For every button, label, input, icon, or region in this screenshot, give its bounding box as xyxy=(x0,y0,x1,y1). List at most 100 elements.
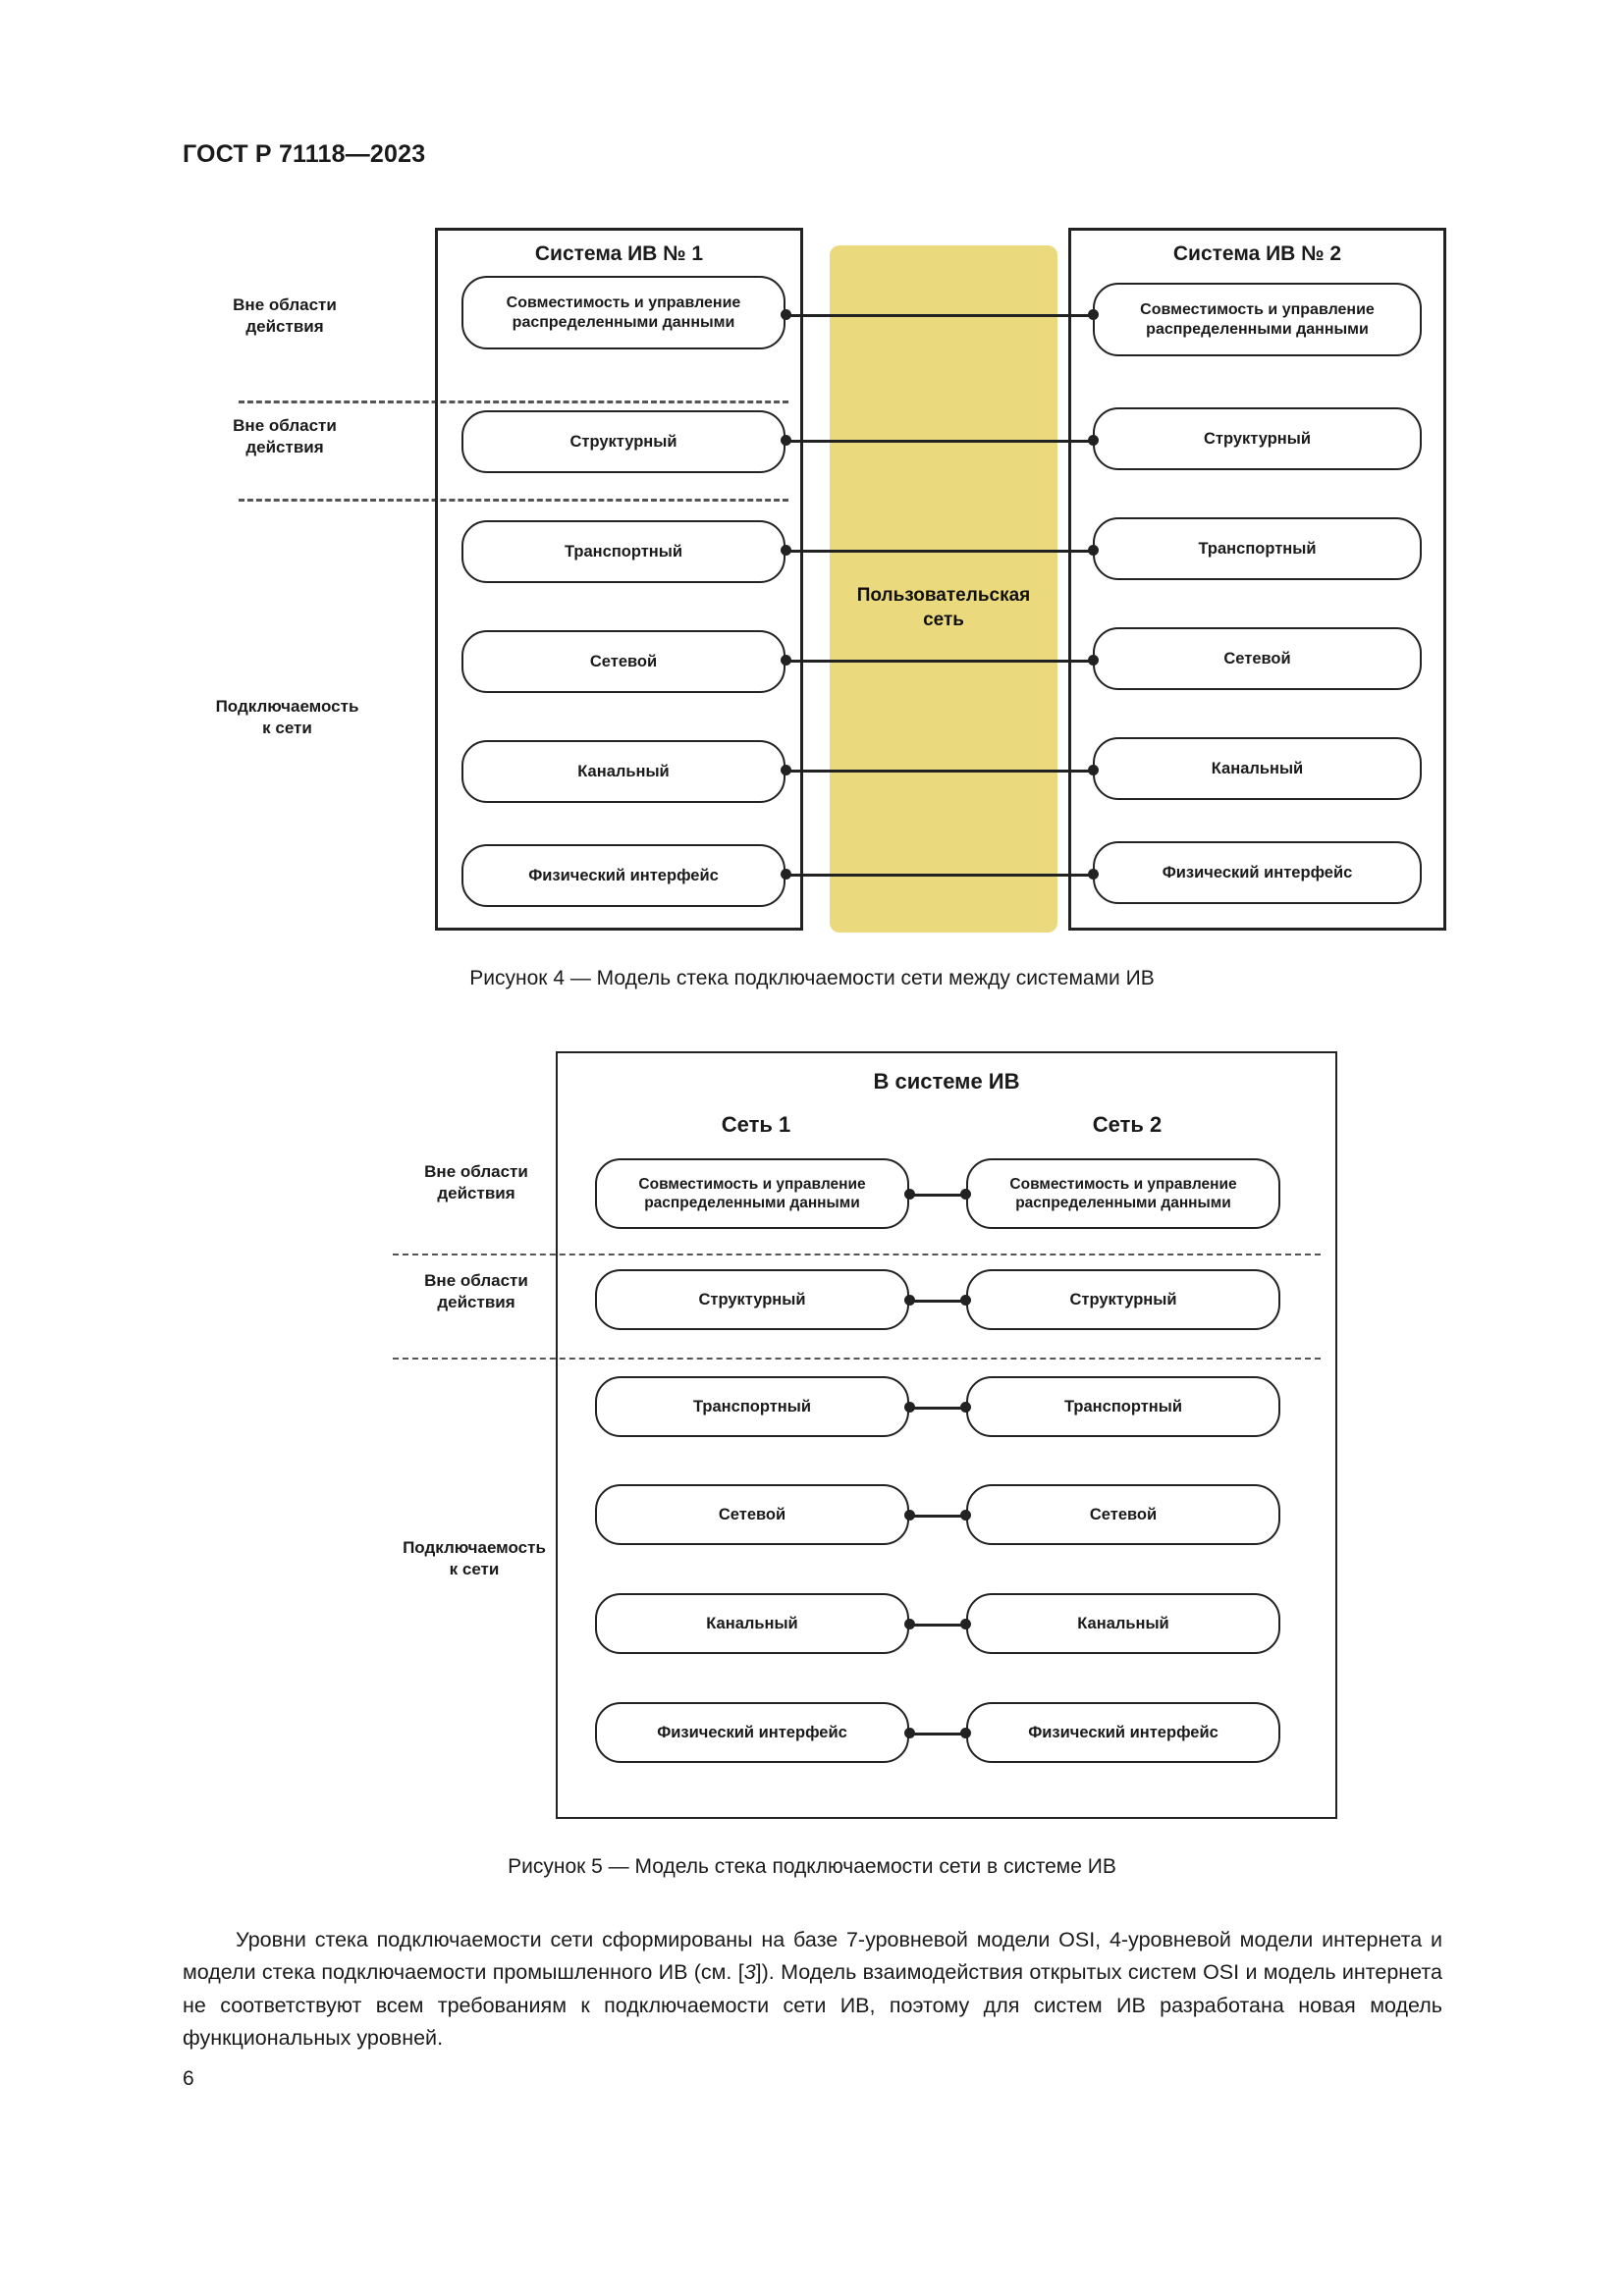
layer-label-line1: Совместимость и управление xyxy=(1140,300,1375,318)
side-label-line1: Вне области xyxy=(424,1162,528,1181)
figure5-connector-2-dot-left xyxy=(904,1402,915,1413)
figure5-side-label-0: Вне области действия xyxy=(368,1161,584,1204)
figure5-right-layer-5: Физический интерфейс xyxy=(966,1702,1280,1763)
figure4-connector-3 xyxy=(785,660,1095,663)
layer-label: Физический интерфейс xyxy=(657,1723,847,1741)
figure5-side-label-2: Подключаемость к сети xyxy=(356,1537,592,1580)
user-network-label-line2: сеть xyxy=(923,609,964,630)
figure4-connector-1-dot-left xyxy=(781,435,791,446)
figure5-connector-3 xyxy=(909,1515,966,1518)
figure4-connector-0-dot-left xyxy=(781,309,791,320)
layer-label: Канальный xyxy=(577,762,670,780)
figure4-connector-2 xyxy=(785,550,1095,553)
layer-label: Структурный xyxy=(698,1290,806,1308)
figure4-scope-divider-1 xyxy=(239,400,788,403)
side-label-line2: действия xyxy=(437,1293,515,1312)
figure4-scope-divider-2 xyxy=(239,499,788,502)
figure4-user-network-band: Пользовательская сеть xyxy=(830,245,1057,933)
side-label-line2: действия xyxy=(245,317,324,337)
figure5-connector-2-dot-right xyxy=(960,1402,971,1413)
figure4-side-label-1: Вне области действия xyxy=(177,415,393,458)
figure4-left-layer-1: Структурный xyxy=(461,410,785,473)
figure5-left-layer-0: Совместимость и управление распределенны… xyxy=(595,1158,909,1229)
figure4-left-layer-0: Совместимость и управление распределенны… xyxy=(461,276,785,349)
figure5-column-2-title: Сеть 2 xyxy=(1092,1112,1163,1137)
layer-label-line1: Совместимость и управление xyxy=(1009,1175,1237,1193)
figure4-connector-4-dot-right xyxy=(1088,765,1099,775)
figure4-connector-3-dot-left xyxy=(781,655,791,666)
layer-label: Сетевой xyxy=(1223,649,1291,667)
figure4-connector-2-dot-left xyxy=(781,545,791,556)
figure4-connector-4-dot-left xyxy=(781,765,791,775)
figure4-connector-1 xyxy=(785,440,1095,443)
figure4-system-1-frame: Система ИВ № 1 xyxy=(435,228,803,931)
layer-label: Структурный xyxy=(1069,1290,1177,1308)
figure4-left-layer-4: Канальный xyxy=(461,740,785,803)
side-label-line2: действия xyxy=(437,1184,515,1203)
figure5-connector-4-dot-left xyxy=(904,1619,915,1629)
figure5-connector-5 xyxy=(909,1733,966,1735)
figure5-connector-1-dot-left xyxy=(904,1295,915,1306)
figure-4: Вне области действия Вне области действи… xyxy=(0,0,1624,1001)
side-label-line1: Вне области xyxy=(233,295,337,314)
body-paragraph-part1: Уровни стека подключаемости сети сформир… xyxy=(183,1927,1442,1985)
body-paragraph: Уровни стека подключаемости сети сформир… xyxy=(183,1924,1442,2056)
figure5-side-label-1: Вне области действия xyxy=(368,1270,584,1313)
figure5-left-layer-2: Транспортный xyxy=(595,1376,909,1437)
figure5-connector-5-dot-left xyxy=(904,1728,915,1738)
figure5-frame: В системе ИВ xyxy=(556,1051,1337,1819)
figure4-right-layer-4: Канальный xyxy=(1093,737,1422,800)
page-number: 6 xyxy=(183,2067,194,2090)
side-label-line2: к сети xyxy=(449,1560,500,1579)
figure5-frame-title: В системе ИВ xyxy=(873,1069,1020,1094)
figure5-connector-0 xyxy=(909,1194,966,1197)
figure4-connector-5-dot-right xyxy=(1088,869,1099,880)
figure5-right-layer-2: Транспортный xyxy=(966,1376,1280,1437)
figure5-connector-4-dot-right xyxy=(960,1619,971,1629)
figure5-connector-5-dot-right xyxy=(960,1728,971,1738)
layer-label: Транспортный xyxy=(1198,539,1317,558)
side-label-line2: действия xyxy=(245,438,324,457)
side-label-line1: Подключаемость xyxy=(215,697,359,716)
figure4-system-2-title: Система ИВ № 2 xyxy=(1172,242,1342,265)
layer-label: Сетевой xyxy=(718,1505,786,1523)
layer-label-line2: распределенными данными xyxy=(1146,320,1369,338)
figure4-left-layer-5: Физический интерфейс xyxy=(461,844,785,907)
figure5-connector-4 xyxy=(909,1624,966,1627)
figure4-left-layer-2: Транспортный xyxy=(461,520,785,583)
figure5-left-layer-1: Структурный xyxy=(595,1269,909,1330)
layer-label: Канальный xyxy=(706,1614,798,1632)
layer-label: Транспортный xyxy=(1063,1397,1183,1415)
figure5-connector-3-dot-left xyxy=(904,1510,915,1521)
side-label-line2: к сети xyxy=(262,719,312,738)
figure5-connector-0-dot-right xyxy=(960,1189,971,1200)
layer-label-line2: распределенными данными xyxy=(512,313,735,331)
figure4-right-layer-2: Транспортный xyxy=(1093,517,1422,580)
figure4-connector-5 xyxy=(785,874,1095,877)
layer-label: Физический интерфейс xyxy=(1028,1723,1218,1741)
layer-label: Физический интерфейс xyxy=(528,866,719,884)
figure4-connector-0 xyxy=(785,314,1095,317)
figure5-scope-divider-2 xyxy=(393,1358,1321,1360)
figure4-system-1-title: Система ИВ № 1 xyxy=(534,242,704,265)
user-network-label-line1: Пользовательская xyxy=(856,585,1031,606)
layer-label: Транспортный xyxy=(692,1397,812,1415)
figure5-left-layer-3: Сетевой xyxy=(595,1484,909,1545)
figure5-connector-3-dot-right xyxy=(960,1510,971,1521)
layer-label: Сетевой xyxy=(589,652,658,670)
layer-label-line1: Совместимость и управление xyxy=(506,294,741,311)
figure5-right-layer-3: Сетевой xyxy=(966,1484,1280,1545)
figure5-left-layer-5: Физический интерфейс xyxy=(595,1702,909,1763)
figure5-scope-divider-1 xyxy=(393,1254,1321,1255)
figure4-system-2-frame: Система ИВ № 2 xyxy=(1068,228,1446,931)
layer-label: Физический интерфейс xyxy=(1162,863,1353,881)
figure4-right-layer-1: Структурный xyxy=(1093,407,1422,470)
figure4-left-layer-3: Сетевой xyxy=(461,630,785,693)
figure4-right-layer-5: Физический интерфейс xyxy=(1093,841,1422,904)
layer-label: Транспортный xyxy=(564,542,683,561)
figure4-connector-5-dot-left xyxy=(781,869,791,880)
layer-label: Структурный xyxy=(569,432,677,451)
figure5-connector-2 xyxy=(909,1407,966,1410)
figure5-connector-1-dot-right xyxy=(960,1295,971,1306)
figure4-connector-3-dot-right xyxy=(1088,655,1099,666)
